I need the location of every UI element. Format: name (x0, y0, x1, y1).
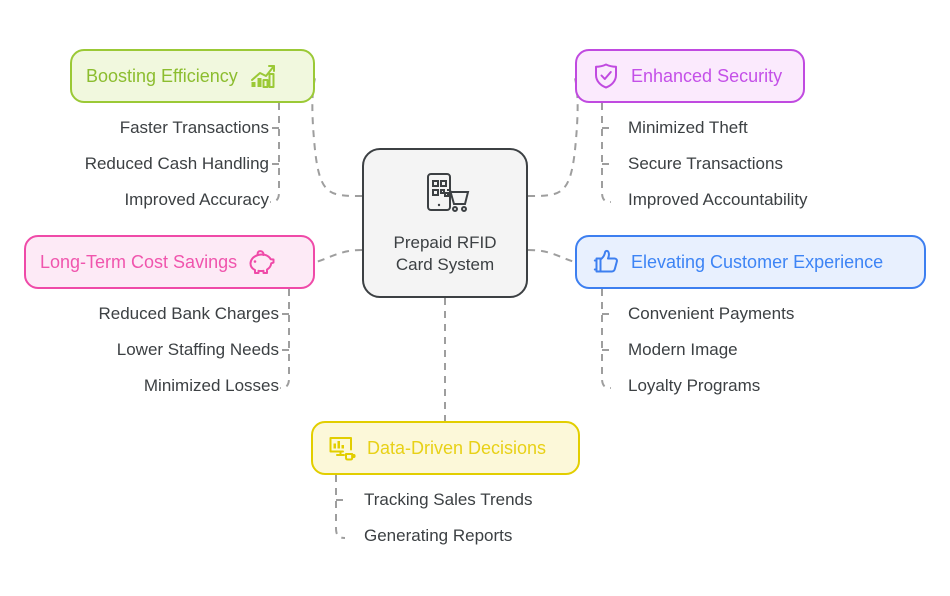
leaf-data-driven-decisions-1[interactable]: Generating Reports (364, 526, 513, 545)
spine-data-driven-decisions (335, 475, 346, 539)
rfid-card-cart-icon (419, 171, 471, 222)
branch-node-elevating-customer-experience[interactable]: Elevating Customer Experience (575, 235, 926, 289)
leaf-boosting-efficiency-1[interactable]: Reduced Cash Handling (84, 154, 269, 173)
connector-center-to-enhanced-security (527, 77, 579, 197)
thumbs-up-icon (591, 247, 621, 277)
monitor-analytics-icon (327, 433, 357, 463)
connector-center-to-boosting-efficiency (311, 77, 363, 197)
center-node[interactable]: Prepaid RFID Card System (362, 148, 528, 298)
branch-label-data-driven-decisions: Data-Driven Decisions (367, 437, 547, 458)
leaf-boosting-efficiency-0[interactable]: Faster Transactions (119, 118, 269, 137)
spine-enhanced-security (601, 103, 612, 203)
connector-center-to-long-term-cost-savings (315, 249, 363, 263)
leaf-enhanced-security-1[interactable]: Secure Transactions (628, 154, 783, 173)
spine-boosting-efficiency (269, 103, 280, 203)
bar-chart-growth-icon (248, 61, 278, 91)
branch-label-elevating-customer-experience: Elevating Customer Experience (631, 251, 884, 272)
leaf-long-term-cost-savings-0[interactable]: Reduced Bank Charges (98, 304, 279, 323)
branch-node-boosting-efficiency[interactable]: Boosting Efficiency (70, 49, 315, 103)
branch-node-data-driven-decisions[interactable]: Data-Driven Decisions (311, 421, 580, 475)
leaf-long-term-cost-savings-1[interactable]: Lower Staffing Needs (116, 340, 279, 359)
branch-label-boosting-efficiency: Boosting Efficiency (86, 65, 238, 86)
spine-elevating-customer-experience (601, 289, 612, 389)
center-node-label: Prepaid RFID Card System (393, 232, 497, 274)
spine-long-term-cost-savings (279, 289, 290, 389)
leaf-boosting-efficiency-2[interactable]: Improved Accuracy (124, 190, 269, 209)
shield-check-icon (591, 61, 621, 91)
branch-label-enhanced-security: Enhanced Security (631, 65, 783, 86)
leaf-elevating-customer-experience-2[interactable]: Loyalty Programs (628, 376, 761, 395)
branch-node-long-term-cost-savings[interactable]: Long-Term Cost Savings (24, 235, 315, 289)
leaf-elevating-customer-experience-1[interactable]: Modern Image (628, 340, 738, 359)
leaf-elevating-customer-experience-0[interactable]: Convenient Payments (628, 304, 795, 323)
leaf-data-driven-decisions-0[interactable]: Tracking Sales Trends (364, 490, 533, 509)
leaf-enhanced-security-0[interactable]: Minimized Theft (628, 118, 748, 137)
leaf-enhanced-security-2[interactable]: Improved Accountability (628, 190, 808, 209)
branch-node-enhanced-security[interactable]: Enhanced Security (575, 49, 805, 103)
leaf-long-term-cost-savings-2[interactable]: Minimized Losses (143, 376, 279, 395)
branch-label-long-term-cost-savings: Long-Term Cost Savings (40, 251, 238, 272)
connector-center-to-elevating-customer-experience (527, 249, 576, 263)
piggy-bank-icon (247, 247, 277, 277)
